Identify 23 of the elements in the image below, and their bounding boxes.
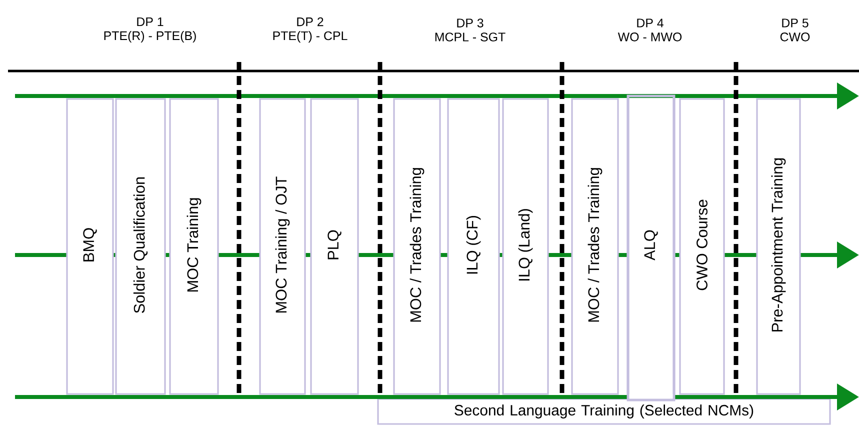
phase-label: DP 5 [782,18,808,28]
course-box: PLQ [310,98,359,395]
course-box: CWO Course [679,98,725,395]
phase-label: DP 1 [137,17,164,26]
language-training-box: Second Language Training (Selected NCMs) [377,398,831,425]
course-box: ILQ (CF) [447,98,500,395]
course-box: Soldier Qualification [115,98,166,395]
course-box: ALQ [626,94,676,402]
course-box: BMQ [66,98,114,395]
course-box: MOC Training / OJT [259,98,306,395]
rank-range-label: PTE(R) - PTE(B) [104,30,196,43]
course-box: Pre-Appointment Training [756,98,801,395]
course-box: MOC Training [169,98,219,395]
rank-range-label: PTE(T) - CPL [273,31,348,43]
phase-label: DP 2 [297,17,324,26]
rank-range-label: WO - MWO [618,32,682,42]
phase-label: DP 4 [637,18,664,28]
course-box: MOC / Trades Training [393,98,441,395]
phase-label: DP 3 [457,18,484,28]
course-box: ILQ (Land) [502,98,549,395]
rank-range-label: CWO [780,32,810,42]
course-box: MOC / Trades Training [571,98,619,395]
rank-range-label: MCPL - SGT [435,32,506,42]
